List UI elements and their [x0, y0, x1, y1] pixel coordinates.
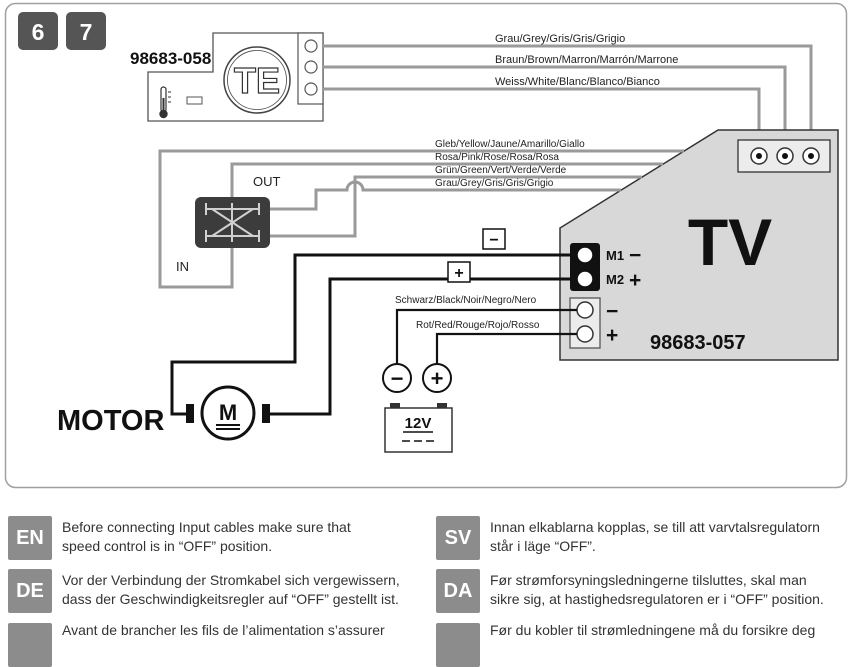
instruction-line: Before connecting Input cables make sure…	[62, 519, 351, 535]
instruction-da: DA Før strømforsyningsledningerne tilslu…	[436, 569, 824, 613]
switch-wires	[158, 149, 684, 289]
instruction-line: står i läge “OFF”.	[490, 538, 596, 554]
diagram-panel	[4, 2, 848, 489]
instruction-text: Før strømforsyningsledningerne tilslutte…	[490, 569, 824, 609]
motor-symbol: M	[219, 400, 237, 425]
te-logo: TE	[223, 46, 291, 114]
indicator-slot	[186, 96, 203, 105]
instruction-de: DE Vor der Verbindung der Stromkabel sic…	[8, 569, 400, 613]
wire-battery-black	[395, 308, 577, 364]
battery-plus-sign: +	[431, 366, 444, 391]
m2-label: M2	[606, 272, 624, 287]
step-badge-6: 6	[18, 12, 58, 50]
motor-icon: M	[186, 385, 270, 441]
wire-label-switch-yellow: Gleb/Yellow/Jaune/Amarillo/Giallo	[435, 139, 585, 150]
te-logo-text: TE	[234, 60, 280, 101]
motor-output-terminal: M1 − M2 +	[570, 243, 641, 292]
instruction-line: Før strømforsyningsledningerne tilslutte…	[490, 572, 807, 588]
lang-badge-de: DE	[8, 569, 52, 613]
instruction-line: sikre sig, at hastighedsregulatoren er i…	[490, 591, 824, 607]
instruction-text: Avant de brancher les fils de l’alimenta…	[62, 621, 385, 640]
sensor-input-terminal	[737, 139, 831, 173]
instruction-text: Innan elkablarna kopplas, se till att va…	[490, 516, 820, 556]
instruction-line: Før du kobler til strømledningene må du …	[490, 622, 816, 638]
battery-plus-terminal: +	[422, 363, 452, 393]
wire-sensor-brown	[323, 65, 787, 150]
motor-wire-minus-sign: −	[489, 232, 498, 249]
m2-sign: +	[629, 269, 641, 292]
step-number: 6	[32, 19, 45, 45]
battery-minus-terminal: −	[382, 363, 412, 393]
wire-switch-green	[270, 175, 642, 238]
step-number: 7	[80, 19, 93, 45]
wire-label-sensor-white: Weiss/White/Blanc/Blanco/Bianco	[495, 76, 660, 88]
motor-wire-plus-sign: +	[454, 265, 463, 282]
controller-name: TV	[688, 205, 772, 279]
sensor-pin	[304, 60, 318, 74]
wire-sensor-grey	[323, 44, 813, 150]
wire-switch-yellow	[158, 149, 684, 289]
lang-badge-en: EN	[8, 516, 52, 560]
temperature-sensor-module: 98683-058 TE	[130, 32, 324, 122]
reversing-switch-icon	[195, 197, 270, 248]
instruction-line: Vor der Verbindung der Stromkabel sich v…	[62, 572, 400, 588]
wiring-diagram: 6 7 98683-058 TE	[4, 2, 848, 489]
wire-label-switch-grey: Grau/Grey/Gris/Gris/Grigio	[435, 178, 554, 189]
m1-label: M1	[606, 248, 624, 263]
step-badge-7: 7	[66, 12, 106, 50]
power-plus-sign: +	[606, 324, 618, 347]
sensor-pin	[304, 39, 318, 53]
motor-wire-minus-tag: −	[482, 228, 506, 250]
wire-label-battery-black: Schwarz/Black/Noir/Negro/Nero	[395, 295, 537, 306]
wire-battery-red	[435, 332, 577, 364]
battery-voltage: 12V	[405, 415, 432, 432]
wire-label-switch-pink: Rosa/Pink/Rose/Rosa/Rosa	[435, 152, 559, 163]
instruction-line: dass der Geschwindigkeitsregler auf “OFF…	[62, 591, 399, 607]
battery-minus-sign: −	[391, 366, 404, 391]
power-minus-sign: −	[606, 300, 618, 323]
switch-in-label: IN	[176, 259, 189, 274]
instruction-text: Vor der Verbindung der Stromkabel sich v…	[62, 569, 400, 609]
wire-switch-pink	[230, 162, 663, 197]
sensor-connector	[297, 32, 324, 105]
instruction-text: Before connecting Input cables make sure…	[62, 516, 351, 556]
wire-switch-grey	[270, 180, 621, 211]
thermometer-icon	[159, 86, 171, 119]
sensor-part-number: 98683-058	[130, 49, 211, 68]
instruction-text: Før du kobler til strømledningene må du …	[490, 621, 815, 640]
switch-out-label: OUT	[253, 174, 281, 189]
instruction-en: EN Before connecting Input cables make s…	[8, 516, 351, 560]
instruction-sv: SV Innan elkablarna kopplas, se till att…	[436, 516, 820, 560]
sensor-pin	[304, 82, 318, 96]
instruction-line: Innan elkablarna kopplas, se till att va…	[490, 519, 820, 535]
battery-wires	[395, 308, 577, 364]
m1-sign: −	[629, 244, 641, 267]
battery-icon: 12V	[384, 403, 453, 453]
wire-label-switch-green: Grün/Green/Vert/Verde/Verde	[435, 165, 567, 176]
speed-controller: TV 98683-057 M1 − M2 + − +	[559, 129, 839, 361]
motor-wire-plus-tag: +	[447, 261, 471, 283]
motor-label: MOTOR	[57, 405, 164, 437]
instruction-line: speed control is in “OFF” position.	[62, 538, 273, 554]
wire-label-battery-red: Rot/Red/Rouge/Rojo/Rosso	[416, 320, 540, 331]
wire-label-sensor-grey: Grau/Grey/Gris/Gris/Grigio	[495, 33, 625, 45]
lang-badge-da: DA	[436, 569, 480, 613]
controller-part-number: 98683-057	[650, 332, 746, 354]
wire-label-sensor-brown: Braun/Brown/Marron/Marrón/Marrone	[495, 54, 678, 66]
wire-motor-m1	[170, 253, 577, 416]
instruction-line: Avant de brancher les fils de l’alimenta…	[62, 622, 385, 638]
lang-badge-sv: SV	[436, 516, 480, 560]
